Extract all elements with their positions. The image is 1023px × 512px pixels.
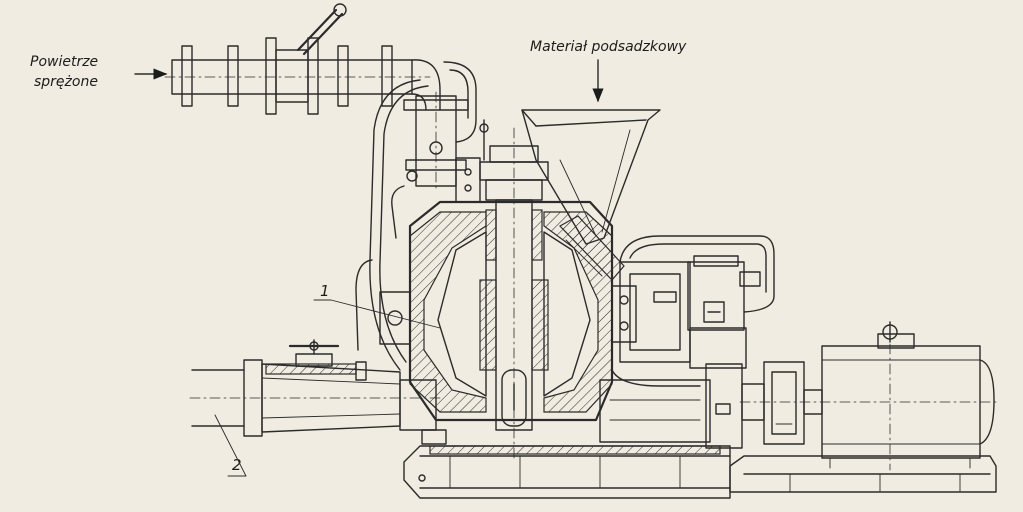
air-label-line2: sprężone (34, 74, 98, 90)
vertical-air-column (391, 91, 469, 239)
base-frame (403, 445, 997, 499)
rotor-housing (379, 199, 637, 431)
air-valve-lever (296, 3, 347, 56)
outlet-pipe (189, 339, 447, 445)
leader-line-1 (313, 299, 441, 329)
leader-line-2 (214, 414, 247, 477)
shaft-head (455, 119, 549, 461)
part-number-2: 2 (232, 456, 242, 474)
air-label-line1: Powietrze (30, 54, 98, 70)
part-number-1: 1 (320, 282, 330, 300)
material-label: Materiał podsadzkowy (530, 39, 687, 55)
air-inlet-pipe (164, 37, 441, 115)
electric-motor (739, 321, 1001, 471)
